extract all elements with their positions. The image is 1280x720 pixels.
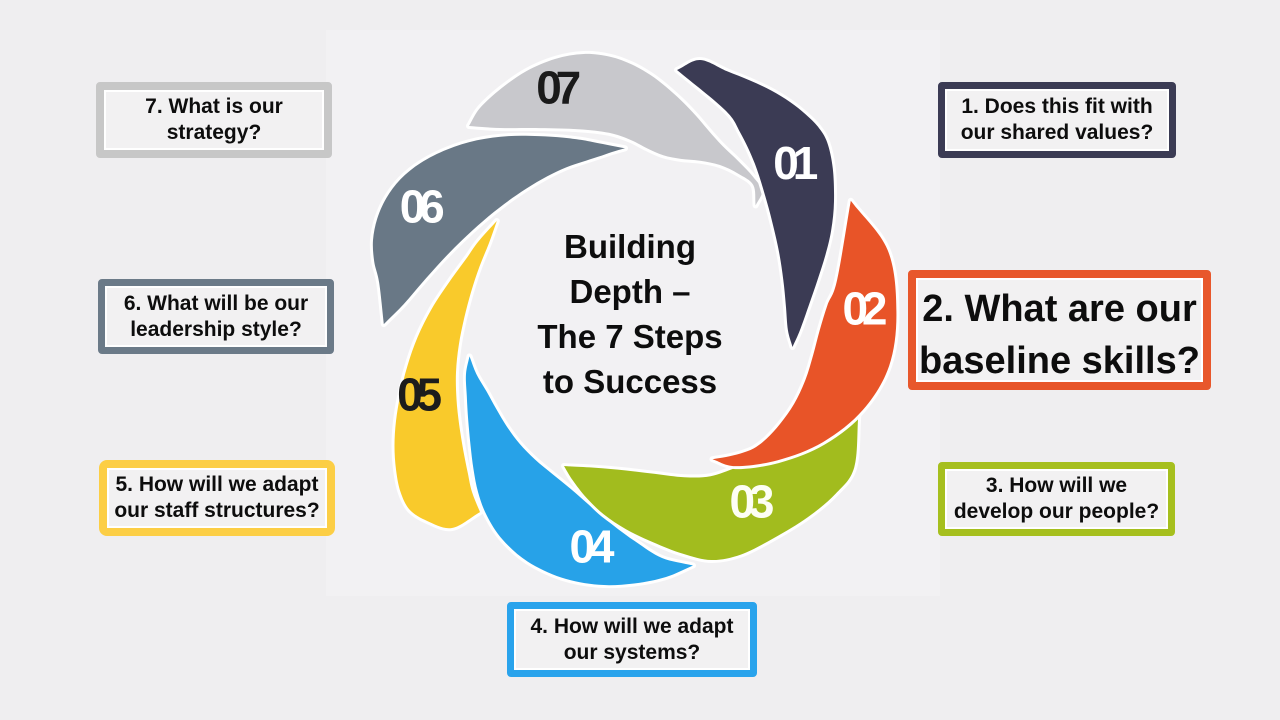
svg-text:03: 03 [730, 476, 775, 528]
svg-text:04: 04 [570, 521, 615, 573]
svg-text:05: 05 [397, 368, 442, 420]
svg-text:02: 02 [843, 283, 888, 335]
svg-text:07: 07 [536, 62, 581, 114]
svg-text:06: 06 [400, 181, 445, 233]
svg-text:01: 01 [773, 137, 818, 189]
